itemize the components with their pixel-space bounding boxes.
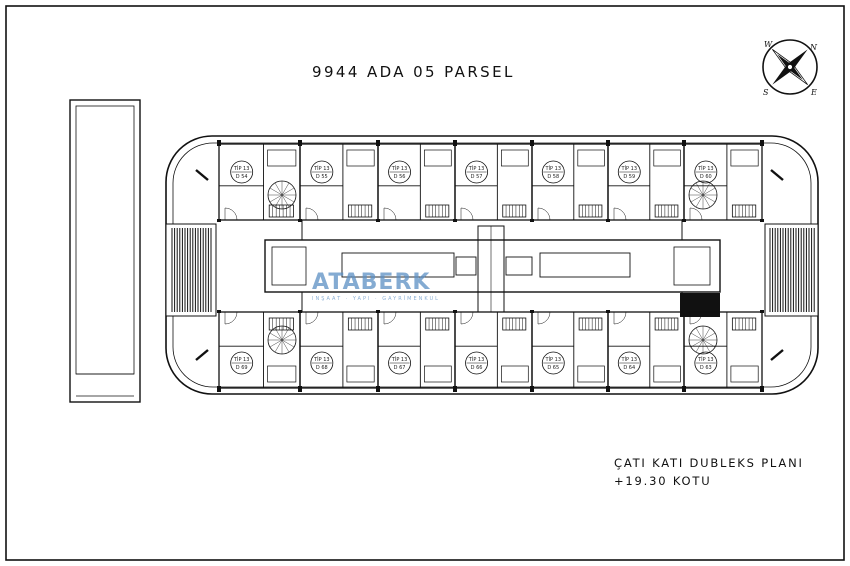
watermark-subtitle: INŞAAT · YAPI · GAYRİMENKUL [312, 295, 440, 302]
unit-number-label: D 55 [316, 174, 328, 180]
unit-number-label: D 64 [623, 365, 635, 371]
unit-type-label: TİP 13 [621, 356, 638, 363]
unit-number-label: D 58 [547, 174, 559, 180]
unit-number-label: D 54 [236, 174, 248, 180]
unit-d60: TİP 13 D 60 [683, 143, 763, 221]
watermark-logo: ATABERK INŞAAT · YAPI · GAYRİMENKUL [312, 270, 440, 302]
unit-d64: TİP 13 D 64 [607, 311, 685, 389]
unit-number-label: D 67 [394, 365, 406, 371]
compass-north: N [809, 43, 818, 52]
unit-type-label: TİP 13 [391, 356, 408, 363]
bottom-unit-row: TİP 13 D 69 TİP 13 D 68 TİP 13 D 67 TİP 13 D 66… [218, 311, 763, 389]
unit-d65: TİP 13 D 65 [531, 311, 609, 389]
unit-d59: TİP 13 D 59 [607, 143, 685, 221]
compass-east: E [810, 88, 817, 97]
unit-type-label: TİP 13 [468, 165, 485, 172]
unit-d63: TİP 13 D 63 [683, 311, 763, 389]
unit-number-label: D 56 [394, 174, 406, 180]
unit-type-label: TİP 13 [313, 356, 330, 363]
right-stair-band [764, 223, 819, 317]
unit-type-label: TİP 13 [545, 356, 562, 363]
page-title: 9944 ADA 05 PARSEL [312, 63, 515, 81]
unit-type-label: TİP 13 [545, 165, 562, 172]
unit-number-label: D 57 [471, 174, 483, 180]
unit-d66: TİP 13 D 66 [454, 311, 533, 389]
unit-type-label: TİP 13 [233, 356, 250, 363]
unit-d56: TİP 13 D 56 [377, 143, 456, 221]
unit-d57: TİP 13 D 57 [454, 143, 533, 221]
top-unit-row: TİP 13 D 54 TİP 13 D 55 TİP 13 D 56 TİP 13 D 57… [218, 143, 763, 221]
wall-details [195, 140, 784, 392]
unit-type-label: TİP 13 [313, 165, 330, 172]
sheet-border [5, 5, 845, 561]
unit-type-label: TİP 13 [391, 165, 408, 172]
plan-name: ÇATI KATI DUBLEKS PLANI [614, 456, 804, 470]
service-shaft [680, 293, 720, 317]
left-stair-band [165, 223, 217, 317]
unit-d68: TİP 13 D 68 [299, 311, 379, 389]
unit-number-label: D 59 [623, 174, 635, 180]
unit-number-label: D 65 [547, 365, 559, 371]
unit-number-label: D 66 [471, 365, 483, 371]
internal-stairs [268, 204, 757, 331]
unit-d58: TİP 13 D 58 [531, 143, 609, 221]
unit-number-label: D 69 [236, 365, 248, 371]
unit-number-label: D 63 [700, 365, 712, 371]
unit-type-label: TİP 13 [697, 356, 714, 363]
unit-d55: TİP 13 D 55 [299, 143, 379, 221]
unit-number-label: D 60 [700, 174, 712, 180]
unit-d67: TİP 13 D 67 [377, 311, 456, 389]
unit-type-label: TİP 13 [621, 165, 638, 172]
compass-icon: N W S E [762, 39, 818, 97]
unit-type-label: TİP 13 [697, 165, 714, 172]
compass-south: S [763, 88, 769, 97]
unit-type-label: TİP 13 [233, 165, 250, 172]
compass-west: W [764, 40, 773, 49]
elevation-label: +19.30 KOTU [614, 474, 711, 488]
left-ramp-strip [69, 99, 141, 403]
unit-number-label: D 68 [316, 365, 328, 371]
watermark-brand: ATABERK [312, 270, 430, 295]
unit-type-label: TİP 13 [468, 356, 485, 363]
unit-d69: TİP 13 D 69 [218, 311, 301, 389]
